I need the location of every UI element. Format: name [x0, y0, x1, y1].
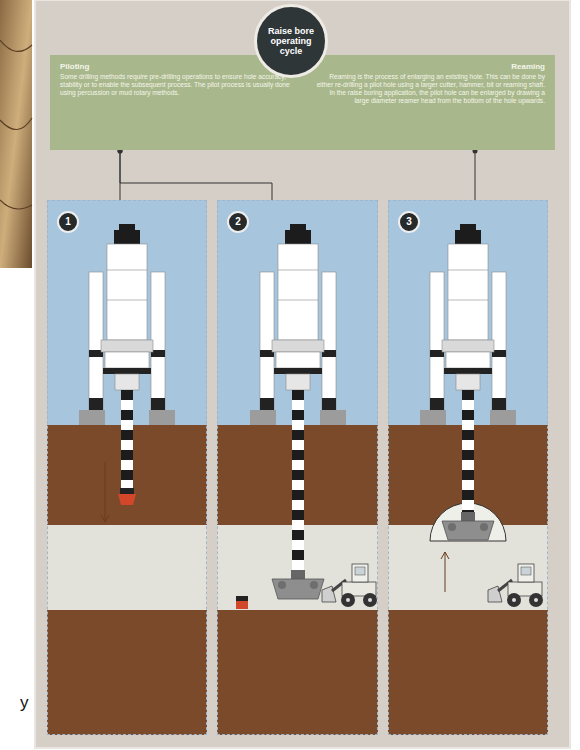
stray-mark: y — [20, 694, 29, 712]
callout-number: 3 — [398, 211, 420, 233]
drill-string — [292, 390, 304, 572]
callout-number: 2 — [227, 211, 249, 233]
drill-string — [121, 390, 133, 490]
rock-layer — [47, 525, 207, 610]
drill-string-band — [121, 390, 133, 490]
ground-layer — [217, 610, 378, 735]
ground-layer — [388, 610, 548, 735]
reamer-hub — [291, 570, 305, 580]
reamer-head — [442, 521, 494, 540]
reamer-hub — [461, 512, 475, 522]
stage-panel: 2 — [217, 200, 378, 735]
stage-panel: 1 — [47, 200, 207, 735]
info-band: PilotingSome drilling methods require pr… — [50, 55, 303, 150]
loader-vehicle — [488, 564, 543, 607]
reamer-cutter — [310, 581, 318, 589]
section-body: Some drilling methods require pre-drilli… — [60, 73, 293, 97]
photo-texture — [0, 40, 32, 209]
info-band: ReamingReaming is the process of enlargi… — [303, 55, 555, 150]
photo-strip — [0, 0, 32, 268]
reamer-cutter — [278, 581, 286, 589]
section-heading: Reaming — [313, 62, 545, 72]
section-heading: Piloting — [60, 62, 293, 72]
pilot-bit-collar — [236, 596, 248, 601]
stage-panel: 3 — [388, 200, 548, 735]
pilot-bit-collar — [120, 488, 134, 494]
connector-line — [120, 150, 272, 200]
drill-string — [462, 390, 474, 516]
section-body: Reaming is the process of enlarging an e… — [313, 73, 545, 105]
reamer-head — [272, 579, 324, 599]
reamer-cutter — [448, 523, 456, 531]
ground-layer — [47, 610, 207, 735]
callout-number: 1 — [57, 211, 79, 233]
drill-string-band — [292, 390, 304, 572]
title-circle: Raise bore operating cycle — [254, 4, 328, 78]
direction-arrow — [441, 552, 449, 592]
connector-line — [475, 150, 476, 200]
pilot-bit — [118, 494, 136, 505]
title-text: Raise bore operating cycle — [263, 26, 319, 56]
poster-background — [35, 0, 570, 748]
reamer-cutter — [480, 523, 488, 531]
drill-string-band — [462, 390, 474, 516]
pilot-bit — [236, 601, 248, 609]
loader-vehicle — [322, 564, 377, 607]
connector-line — [120, 150, 121, 200]
direction-arrow — [101, 462, 109, 522]
